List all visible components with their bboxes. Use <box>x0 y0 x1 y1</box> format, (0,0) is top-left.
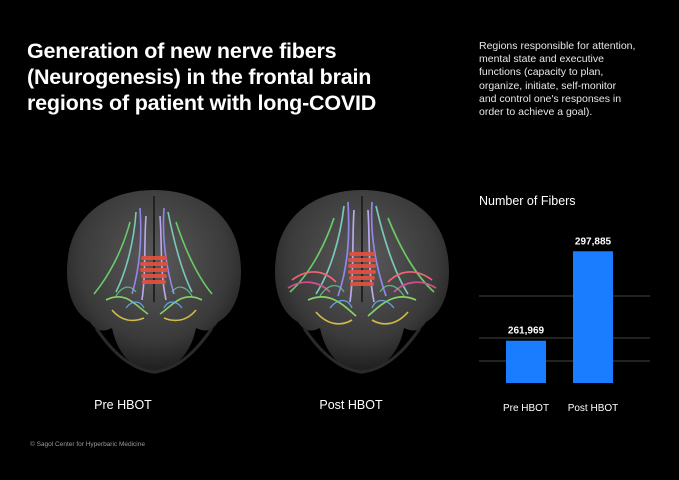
chart-gridlines <box>479 295 650 362</box>
chart-title: Number of Fibers <box>479 194 576 208</box>
data-label-post-hbot: 297,885 <box>575 236 612 247</box>
brain-render-post <box>274 190 450 374</box>
data-label-pre-hbot: 261,969 <box>508 326 545 337</box>
page-title: Generation of new nerve fibers (Neurogen… <box>27 38 447 116</box>
bar-pre-hbot <box>506 340 546 383</box>
desc-line-4: organize, initiate, self-monitor <box>479 79 617 92</box>
desc-line-1: Regions responsible for attention, <box>479 40 636 52</box>
caption-pre-hbot: Pre HBOT <box>94 398 152 412</box>
region-description: Regions responsible for attention, menta… <box>479 40 669 119</box>
desc-line-5: and control one's responses in <box>479 92 622 105</box>
desc-line-6: order to achieve a goal). <box>479 106 593 119</box>
desc-line-3: functions (capacity to plan, <box>479 66 604 79</box>
title-line-1: Generation of new nerve fibers <box>27 39 337 63</box>
desc-line-2: mental state and executive <box>479 53 604 66</box>
title-line-2: (Neurogenesis) in the frontal brain <box>27 65 372 89</box>
brain-image-post-hbot <box>264 182 460 380</box>
title-line-3: regions of patient with long-COVID <box>27 91 377 115</box>
category-label-pre-hbot: Pre HBOT <box>503 403 549 414</box>
brain-image-pre-hbot <box>56 182 252 380</box>
category-label-post-hbot: Post HBOT <box>568 403 619 414</box>
footer-credit: © Sagol Center for Hyperbaric Medicine <box>30 441 145 448</box>
brain-render-pre <box>66 190 242 374</box>
bar-post-hbot <box>573 251 613 383</box>
caption-post-hbot: Post HBOT <box>319 398 383 412</box>
